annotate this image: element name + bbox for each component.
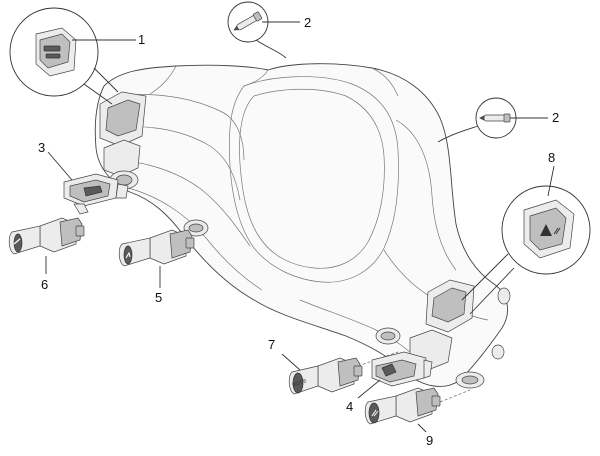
- switch-9: [364, 387, 471, 425]
- switch-3: [63, 173, 129, 215]
- callout-1: 1: [138, 32, 145, 47]
- callout-8: 8: [548, 150, 555, 165]
- handlebar-cover: [94, 63, 511, 389]
- inset-switch-8: [461, 185, 591, 315]
- callout-5: 5: [155, 290, 162, 305]
- switch-4: [371, 351, 433, 387]
- hazard-symbol-icon: [540, 224, 552, 236]
- switch-8-part: [523, 199, 575, 259]
- switch-5: [118, 229, 195, 267]
- callout-4: 4: [346, 399, 353, 414]
- bulb-2-right: [437, 97, 517, 143]
- callout-labels: 1 2 2 3 4 5 6 7 8 9: [38, 15, 559, 448]
- leader-lines: [45, 21, 555, 433]
- bulb-2-top: [227, 1, 287, 59]
- callout-7: 7: [268, 337, 275, 352]
- switch-1-part: [35, 27, 77, 77]
- switch-6: [8, 217, 85, 255]
- callout-2-top: 2: [304, 15, 311, 30]
- callout-6: 6: [41, 277, 48, 292]
- callout-2-right: 2: [552, 110, 559, 125]
- mode-label: MODE: [292, 378, 309, 389]
- inset-switch-1: [9, 7, 119, 105]
- callout-9: 9: [426, 433, 433, 448]
- callout-3: 3: [38, 140, 45, 155]
- switch-7-mode: MODE: [288, 351, 399, 395]
